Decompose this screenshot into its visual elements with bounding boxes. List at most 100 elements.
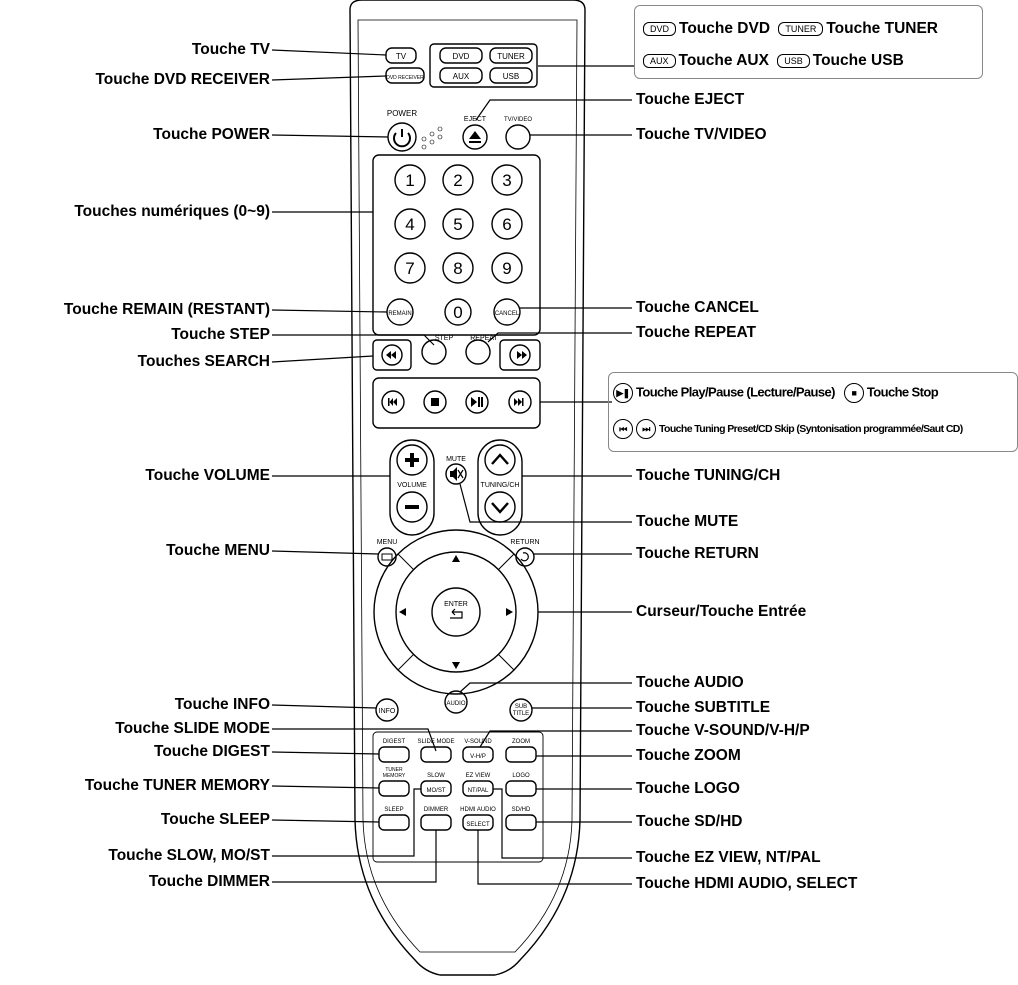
number-panel: [372, 154, 541, 336]
remote-cancel-text: CANCEL: [495, 311, 520, 317]
remote-inner-outline: [357, 19, 578, 953]
logo-button: [505, 780, 537, 797]
label-mute: Touche MUTE: [636, 513, 739, 530]
remote-tuner-text: TUNER: [497, 52, 525, 61]
digit-label-3: 3: [502, 171, 511, 190]
aux-button: [439, 67, 483, 84]
aux-label: Touche AUX: [678, 52, 769, 69]
label-numeric: Touches numériques (0~9): [74, 203, 270, 220]
remote-vsound-text: V-SOUND: [464, 739, 492, 745]
digit-label-7: 7: [405, 259, 414, 278]
remote-power-text: POWER: [387, 109, 417, 118]
tuner-button: [489, 47, 533, 64]
skip-back-chip-icon: ⏮: [613, 419, 633, 439]
mute-button: [445, 463, 467, 485]
dvd-label: Touche DVD: [679, 20, 771, 37]
remote-select-text: SELECT: [466, 822, 490, 828]
remote-tv-video-text: TV/VIDEO: [504, 117, 532, 123]
remote-body: [349, 0, 586, 976]
dvd-chip: DVD: [643, 21, 677, 36]
remote-volume-text: VOLUME: [397, 482, 427, 489]
digit-label-5: 5: [453, 215, 462, 234]
remote-menu-text: MENU: [377, 539, 398, 546]
label-subtitle: Touche SUBTITLE: [636, 699, 771, 716]
remote-tv-text: TV: [396, 52, 407, 61]
remote-aux-text: AUX: [453, 72, 470, 81]
dvd-button: [439, 47, 483, 64]
remote-repeat-text: REPEAT: [470, 335, 498, 342]
rewind-icon: [386, 351, 396, 359]
digit-5-button: [442, 208, 474, 240]
info-button: [375, 698, 399, 722]
remote-slow-text: SLOW: [427, 773, 445, 779]
source-group-frame: [429, 43, 538, 88]
digit-1-button: [394, 164, 426, 196]
remote-vhp-text: V-H/P: [470, 754, 486, 760]
remote-dimmer-text: DIMMER: [424, 807, 449, 813]
digest-button: [378, 746, 410, 763]
remote-tuning-text: TUNING/CH: [481, 482, 520, 489]
digit-label-8: 8: [453, 259, 462, 278]
remote-dvd-text: DVD: [453, 52, 470, 61]
digit-label-2: 2: [453, 171, 462, 190]
label-tuning: Touche TUNING/CH: [636, 467, 781, 484]
volume-up-button: [396, 444, 428, 476]
audio-button: [444, 690, 468, 714]
label-slow: Touche SLOW, MO/ST: [108, 847, 270, 864]
tuner-chip: TUNER: [778, 21, 824, 36]
tuning-up-icon: [491, 453, 509, 465]
aux-chip: AUX: [643, 53, 676, 68]
return-button: [515, 547, 535, 567]
digit-label-0: 0: [453, 303, 462, 322]
lower-panel: [372, 731, 544, 863]
play-pause-chip-icon: ▶❚: [613, 383, 633, 403]
dvd-receiver-button: [385, 67, 425, 84]
digit-label-9: 9: [502, 259, 511, 278]
remote-eject-text: EJECT: [464, 116, 487, 123]
digit-label-1: 1: [405, 171, 414, 190]
nav-up-arrow: [452, 555, 460, 562]
sleep-button: [378, 814, 410, 831]
remote-subtitle-text-1: SUB: [515, 704, 527, 710]
tuning-frame: [477, 439, 523, 536]
label-logo: Touche LOGO: [636, 780, 740, 797]
remote-return-text: RETURN: [510, 539, 539, 546]
label-volume: Touche VOLUME: [145, 467, 270, 484]
skip-forward-button: [508, 390, 532, 414]
label-ezview: Touche EZ VIEW, NT/PAL: [636, 849, 821, 866]
minus-icon: [405, 505, 419, 509]
left-label-column: Touche TV Touche DVD RECEIVER Touche POW…: [0, 0, 270, 985]
digit-3-button: [491, 164, 523, 196]
eject-icon: [469, 131, 481, 139]
skip-back-icon: [388, 398, 397, 406]
nav-down-arrow: [452, 662, 460, 669]
tuning-down-icon: [491, 502, 509, 514]
label-menu: Touche MENU: [166, 542, 270, 559]
digit-7-button: [394, 252, 426, 284]
nav-wheel-inner: [395, 551, 517, 673]
remote-sd-hd-text: SD/HD: [512, 807, 531, 813]
label-cancel: Touche CANCEL: [636, 299, 759, 316]
remote-digest-text: DIGEST: [383, 739, 406, 745]
search-left-frame: [372, 339, 412, 371]
play-pause-icon: [471, 397, 477, 407]
enter-icon: [450, 608, 463, 619]
remote-tuner-memory-text-2: MEMORY: [383, 773, 406, 779]
label-search: Touches SEARCH: [137, 353, 270, 370]
playback-row-1: ▶❚Touche Play/Pause (Lecture/Pause) ■Tou…: [613, 383, 939, 403]
digit-label-4: 4: [405, 215, 414, 234]
tv-video-button: [505, 124, 531, 150]
remote-dvd-receiver-text: DVD RECEIVER: [386, 75, 424, 81]
remote-sleep-text: SLEEP: [384, 807, 403, 813]
digit-9-button: [491, 252, 523, 284]
leader-lines: [271, 49, 634, 885]
remote-nt-pal-text: NT/PAL: [468, 788, 489, 794]
label-return: Touche RETURN: [636, 545, 759, 562]
eject-button: [462, 124, 488, 150]
label-dvd-receiver: Touche DVD RECEIVER: [95, 71, 270, 88]
button-glyphs: [381, 129, 529, 669]
label-eject: Touche EJECT: [636, 91, 745, 108]
